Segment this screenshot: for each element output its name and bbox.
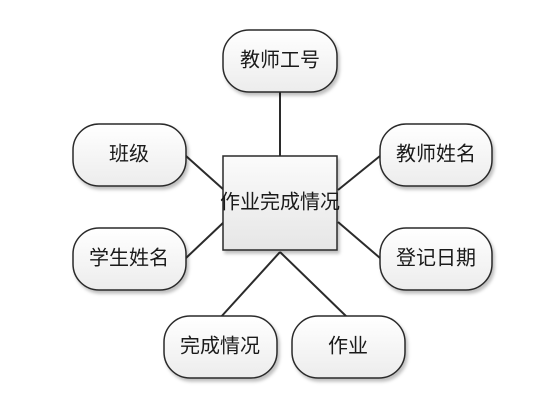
attribute-completion-status[interactable]: 完成情况 [163, 315, 278, 379]
attribute-register-date[interactable]: 登记日期 [379, 227, 493, 291]
attribute-label: 班级 [109, 142, 149, 166]
attribute-label: 教师姓名 [396, 142, 476, 166]
attribute-shape [72, 123, 187, 187]
attribute-shape [379, 123, 493, 187]
attribute-label: 学生姓名 [89, 246, 169, 270]
attribute-homework[interactable]: 作业 [291, 315, 406, 379]
connector-student-name [185, 221, 225, 259]
attribute-shape [379, 227, 493, 291]
attribute-class[interactable]: 班级 [72, 123, 187, 187]
attribute-shape [222, 29, 338, 93]
connectors [185, 92, 381, 319]
attribute-shape [163, 315, 278, 379]
connector-teacher-name [337, 155, 381, 191]
attribute-shape [291, 315, 406, 379]
connector-homework [279, 251, 349, 319]
attribute-shape [72, 227, 187, 291]
connector-completion-status [219, 251, 281, 319]
entity-box [222, 155, 338, 251]
attribute-teacher-name[interactable]: 教师姓名 [379, 123, 493, 187]
attribute-label: 教师工号 [240, 48, 320, 72]
attribute-label: 作业 [328, 334, 368, 358]
attribute-teacher-id[interactable]: 教师工号 [222, 29, 338, 93]
connector-register-date [337, 221, 381, 259]
attribute-label: 完成情况 [180, 334, 260, 358]
connector-class [185, 155, 225, 191]
attribute-label: 登记日期 [396, 246, 476, 270]
attribute-student-name[interactable]: 学生姓名 [72, 227, 187, 291]
entity-homework-completion[interactable]: 作业完成情况 [220, 155, 340, 251]
entity-label: 作业完成情况 [220, 190, 340, 214]
